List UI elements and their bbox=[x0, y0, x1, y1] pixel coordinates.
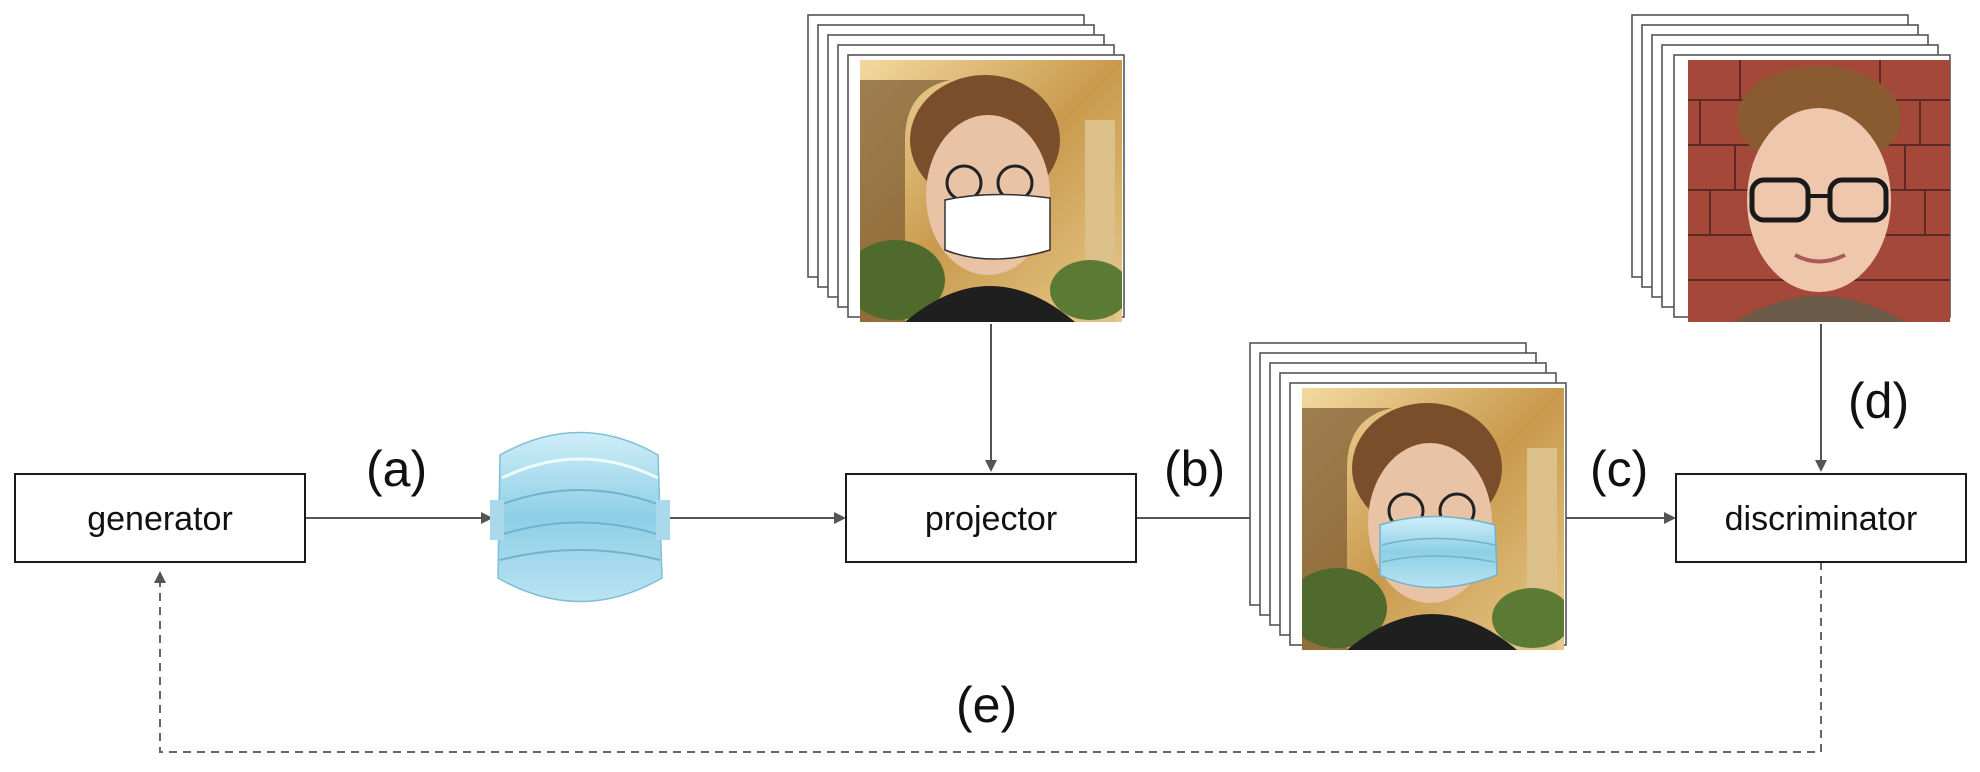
projector-label: projector bbox=[925, 500, 1057, 538]
edge-label-e: (e) bbox=[956, 677, 1017, 733]
generator-label: generator bbox=[87, 500, 233, 538]
real-face-image bbox=[1688, 60, 1950, 322]
surgical-mask-image bbox=[490, 431, 670, 603]
edge-label-b: (b) bbox=[1164, 441, 1225, 497]
real-face-stack bbox=[1631, 14, 1951, 322]
discriminator-node: discriminator bbox=[1675, 473, 1967, 563]
masked-face-input-image bbox=[860, 60, 1122, 322]
generator-node: generator bbox=[14, 473, 306, 563]
edge-label-c: (c) bbox=[1590, 441, 1648, 497]
edge-label-d: (d) bbox=[1848, 373, 1909, 429]
masked-face-input-stack bbox=[807, 14, 1125, 322]
projected-output-image bbox=[1302, 388, 1564, 650]
discriminator-label: discriminator bbox=[1725, 500, 1918, 538]
projector-node: projector bbox=[845, 473, 1137, 563]
projected-output-stack bbox=[1249, 342, 1567, 650]
edge-label-a: (a) bbox=[366, 441, 427, 497]
